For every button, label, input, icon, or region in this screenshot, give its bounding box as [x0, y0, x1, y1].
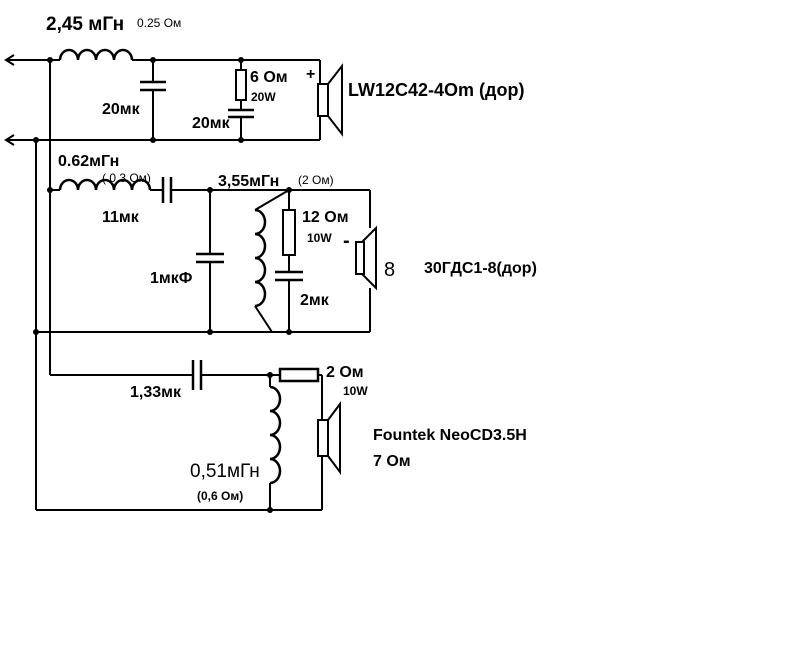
mid-zobel-capacitor-label: 2мк — [300, 292, 330, 309]
mid-series-inductor-label: 0.62мГн — [58, 153, 119, 170]
woofer-zobel-capacitor-label: 20мк — [192, 115, 231, 132]
tweeter-shunt-inductor-resistance-label: (0,6 Ом) — [197, 489, 243, 503]
tweeter-speaker-icon — [317, 375, 341, 510]
woofer-shunt-capacitor-label: 20мк — [102, 101, 141, 118]
mid-polarity-label: - — [343, 230, 350, 252]
mid-zobel-resistor-label: 12 Ом — [302, 209, 349, 226]
woofer-zobel-resistor-label: 6 Ом — [250, 69, 288, 86]
woofer-zobel-resistor-power-label: 20W — [251, 90, 276, 104]
mid-impedance-label: 8 — [384, 259, 395, 281]
woofer-inductor-resistance-label: 0.25 Ом — [137, 16, 181, 30]
mid-speaker-icon — [355, 190, 377, 332]
mid-series-capacitor — [161, 177, 173, 203]
mid-shunt-inductor — [254, 189, 290, 333]
tweeter-series-resistor-label: 2 Ом — [326, 364, 364, 381]
tweeter-shunt-inductor — [269, 375, 282, 510]
mid-shunt-capacitor — [196, 190, 224, 332]
tweeter-series-resistor-power-label: 10W — [343, 384, 368, 398]
woofer-shunt-capacitor — [140, 60, 166, 140]
mid-series-inductor-resistance-label: ( 0,3 Ом) — [102, 171, 151, 185]
woofer-speaker-label: LW12C42-4Om (дор) — [348, 80, 524, 100]
mid-shunt-inductor-label: 3,55мГн — [218, 173, 279, 190]
input-terminal-positive — [4, 54, 52, 66]
mid-zobel-resistor — [282, 209, 296, 256]
woofer-zobel-network — [228, 60, 254, 140]
tweeter-shunt-inductor-label: 0,51мГн — [190, 461, 260, 482]
mid-zobel-resistor-power-label: 10W — [307, 231, 332, 245]
woofer-polarity-label: + — [306, 66, 315, 83]
tweeter-series-resistor — [278, 367, 320, 383]
mid-shunt-capacitor-label: 1мкФ — [150, 270, 193, 287]
mid-section — [36, 177, 377, 335]
tweeter-speaker-label: Fountek NeoCD3.5H — [373, 427, 527, 444]
mid-shunt-inductor-resistance-label: (2 Ом) — [298, 173, 334, 187]
mid-zobel-network — [275, 190, 303, 332]
mid-series-capacitor-label: 11мк — [102, 209, 140, 226]
input-terminal-negative — [4, 134, 37, 146]
tweeter-series-capacitor — [191, 360, 203, 390]
tweeter-impedance-label: 7 Ом — [373, 453, 411, 470]
woofer-speaker-icon — [317, 60, 343, 140]
tweeter-section — [36, 360, 341, 513]
woofer-inductor-label: 2,45 мГн — [46, 14, 124, 35]
mid-series-inductor — [58, 178, 152, 191]
tweeter-series-capacitor-label: 1,33мк — [130, 384, 182, 401]
mid-speaker-label: 30ГДС1-8(дор) — [424, 260, 537, 277]
woofer-inductor — [58, 48, 134, 61]
woofer-section — [36, 48, 343, 143]
woofer-zobel-resistor — [235, 69, 247, 101]
